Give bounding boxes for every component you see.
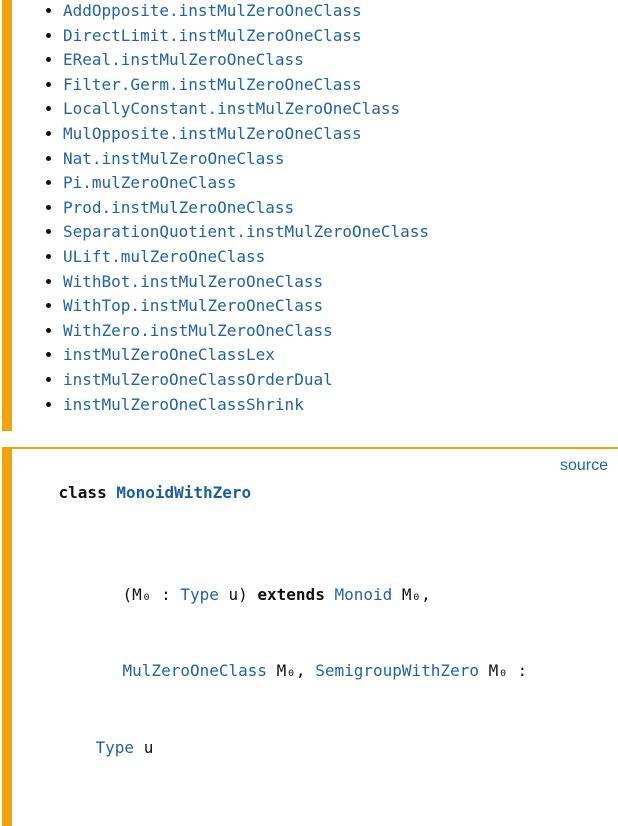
instance-link[interactable]: SeparationQuotient.instMulZeroOneClass <box>63 222 430 242</box>
type-link[interactable]: Type <box>180 584 219 604</box>
instance-link[interactable]: instMulZeroOneClassOrderDual <box>63 369 333 389</box>
instance-link[interactable]: Pi.mulZeroOneClass <box>63 173 237 193</box>
instance-link[interactable]: DirectLimit.instMulZeroOneClass <box>63 25 362 45</box>
instance-list-item: instMulZeroOneClassLex <box>63 343 618 368</box>
code-token: u) <box>218 584 258 604</box>
instance-link[interactable]: AddOpposite.instMulZeroOneClass <box>63 1 362 20</box>
instances-list: AddOpposite.instMulZeroOneClass DirectLi… <box>12 0 618 417</box>
type-link[interactable]: Type <box>95 737 135 757</box>
instance-list-item: EReal.instMulZeroOneClass <box>63 48 618 73</box>
declaration-card: class MonoidWithZero source (M₀ : Type u… <box>2 447 618 826</box>
instance-list-item: instMulZeroOneClassOrderDual <box>63 368 618 393</box>
instance-list-item: WithZero.instMulZeroOneClass <box>63 319 618 344</box>
instance-list-item: SeparationQuotient.instMulZeroOneClass <box>63 220 618 245</box>
declaration-header: class MonoidWithZero source <box>20 454 608 556</box>
instance-link[interactable]: instMulZeroOneClassLex <box>63 345 275 365</box>
instances-list-panel: AddOpposite.instMulZeroOneClass DirectLi… <box>2 0 618 432</box>
extends-keyword: extends <box>257 584 325 604</box>
instance-list-item: ULift.mulZeroOneClass <box>63 245 618 270</box>
instance-link[interactable]: WithTop.instMulZeroOneClass <box>63 296 324 316</box>
instance-link[interactable]: LocallyConstant.instMulZeroOneClass <box>63 99 401 119</box>
code-token: (M₀ : <box>122 584 181 604</box>
instance-list-item: LocallyConstant.instMulZeroOneClass <box>63 97 618 122</box>
instance-list-item: Prod.instMulZeroOneClass <box>63 196 618 221</box>
instance-list-item: Nat.instMulZeroOneClass <box>63 147 618 172</box>
semigroupwithzero-link[interactable]: SemigroupWithZero <box>315 661 479 681</box>
class-keyword: class <box>58 482 117 502</box>
code-token: u <box>134 737 154 757</box>
instance-link[interactable]: Nat.instMulZeroOneClass <box>63 148 285 168</box>
instance-list-item: WithTop.instMulZeroOneClass <box>63 294 618 319</box>
signature-line-binders: (M₀ : Type u) extends Monoid M₀, <box>20 556 608 633</box>
instance-link[interactable]: WithBot.instMulZeroOneClass <box>63 271 324 291</box>
code-token: M₀ : <box>478 661 528 681</box>
instance-list-item: DirectLimit.instMulZeroOneClass <box>63 24 618 49</box>
source-link[interactable]: source <box>559 457 608 475</box>
instance-link[interactable]: Prod.instMulZeroOneClass <box>63 197 295 217</box>
instance-link[interactable]: instMulZeroOneClassShrink <box>63 394 304 414</box>
instance-link[interactable]: ULift.mulZeroOneClass <box>63 246 266 266</box>
instance-list-item: instMulZeroOneClassShrink <box>63 393 618 418</box>
instance-link[interactable]: Filter.Germ.instMulZeroOneClass <box>63 74 362 94</box>
code-token <box>325 585 335 604</box>
signature-line-result: Type u <box>20 709 608 786</box>
code-token: M₀, <box>267 661 316 681</box>
declaration-name: MonoidWithZero <box>116 482 252 502</box>
monoid-link[interactable]: Monoid <box>334 584 393 604</box>
code-token: M₀, <box>392 584 431 604</box>
instance-list-item: MulOpposite.instMulZeroOneClass <box>63 122 618 147</box>
signature-line-parents: MulZeroOneClass M₀, SemigroupWithZero M₀… <box>20 633 608 710</box>
instance-list-item: Filter.Germ.instMulZeroOneClass <box>63 73 618 98</box>
instance-link[interactable]: MulOpposite.instMulZeroOneClass <box>63 123 362 143</box>
instance-list-item: AddOpposite.instMulZeroOneClass <box>63 0 618 24</box>
mulzerooneclass-link[interactable]: MulZeroOneClass <box>122 661 268 681</box>
instance-link[interactable]: WithZero.instMulZeroOneClass <box>63 320 333 340</box>
instance-link[interactable]: EReal.instMulZeroOneClass <box>63 50 304 70</box>
instance-list-item: Pi.mulZeroOneClass <box>63 171 618 196</box>
instance-list-item: WithBot.instMulZeroOneClass <box>63 270 618 295</box>
